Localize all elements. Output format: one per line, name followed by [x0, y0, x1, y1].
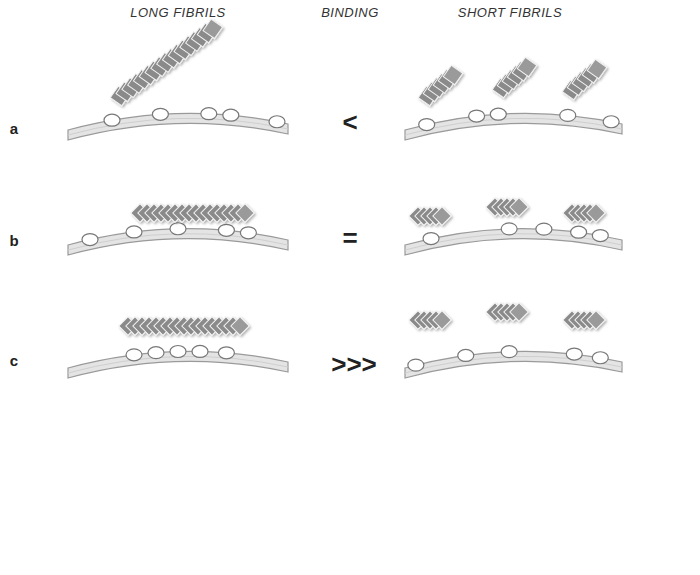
comparison-symbol: = [342, 223, 357, 254]
receptor [501, 223, 517, 235]
membrane-line [68, 118, 288, 135]
fibril-unit [587, 311, 605, 329]
receptor [560, 109, 576, 121]
receptor [170, 223, 186, 235]
receptor [501, 346, 517, 358]
receptor [82, 234, 98, 246]
fibril [563, 311, 605, 329]
fibril-unit [433, 311, 451, 329]
comparison-symbol: < [342, 107, 357, 138]
fibril-unit [236, 204, 254, 222]
fibril [409, 311, 451, 329]
receptor [592, 352, 608, 364]
fibril [110, 19, 222, 106]
receptor [592, 230, 608, 242]
column-header: LONG FIBRILS [130, 5, 226, 20]
fibril [119, 317, 249, 335]
receptor [571, 226, 587, 238]
membrane-line [405, 118, 622, 135]
fibril-unit [203, 19, 222, 38]
fibril [486, 198, 528, 216]
receptor [603, 116, 619, 128]
fibril-unit [443, 65, 462, 84]
receptor [269, 116, 285, 128]
receptor [201, 108, 217, 120]
membrane [405, 113, 622, 140]
fibril-unit [517, 57, 536, 76]
row-letter: b [9, 232, 18, 249]
receptor [536, 223, 552, 235]
fibril-unit [433, 207, 451, 225]
membrane-line [405, 356, 622, 373]
fibril [409, 207, 451, 225]
fibril-unit [510, 303, 528, 321]
receptor [126, 226, 142, 238]
receptor [423, 233, 439, 245]
receptor [419, 119, 435, 131]
receptor [240, 227, 256, 239]
fibril [131, 204, 254, 222]
column-header: SHORT FIBRILS [458, 5, 563, 20]
receptor [170, 346, 186, 358]
receptor [490, 108, 506, 120]
fibril-unit [587, 59, 606, 78]
receptor [218, 224, 234, 236]
column-header: BINDING [321, 5, 379, 20]
receptor [566, 348, 582, 360]
receptor [192, 345, 208, 357]
receptor [223, 109, 239, 121]
membrane [68, 113, 288, 140]
fibril [562, 59, 606, 99]
row-letter: a [10, 120, 18, 137]
receptor [469, 110, 485, 122]
receptor [126, 349, 142, 361]
receptor [458, 349, 474, 361]
fibril-unit [510, 198, 528, 216]
fibril-unit [231, 317, 249, 335]
membrane-line [68, 356, 288, 373]
receptor [104, 114, 120, 126]
receptor [148, 347, 164, 359]
fibril [563, 204, 605, 222]
fibril [418, 65, 462, 105]
row-letter: c [10, 352, 18, 369]
receptor [408, 359, 424, 371]
comparison-symbol: >>> [331, 349, 377, 380]
fibril [486, 303, 528, 321]
fibril-unit [587, 204, 605, 222]
fibril [492, 57, 536, 97]
receptor [152, 108, 168, 120]
receptor [218, 347, 234, 359]
